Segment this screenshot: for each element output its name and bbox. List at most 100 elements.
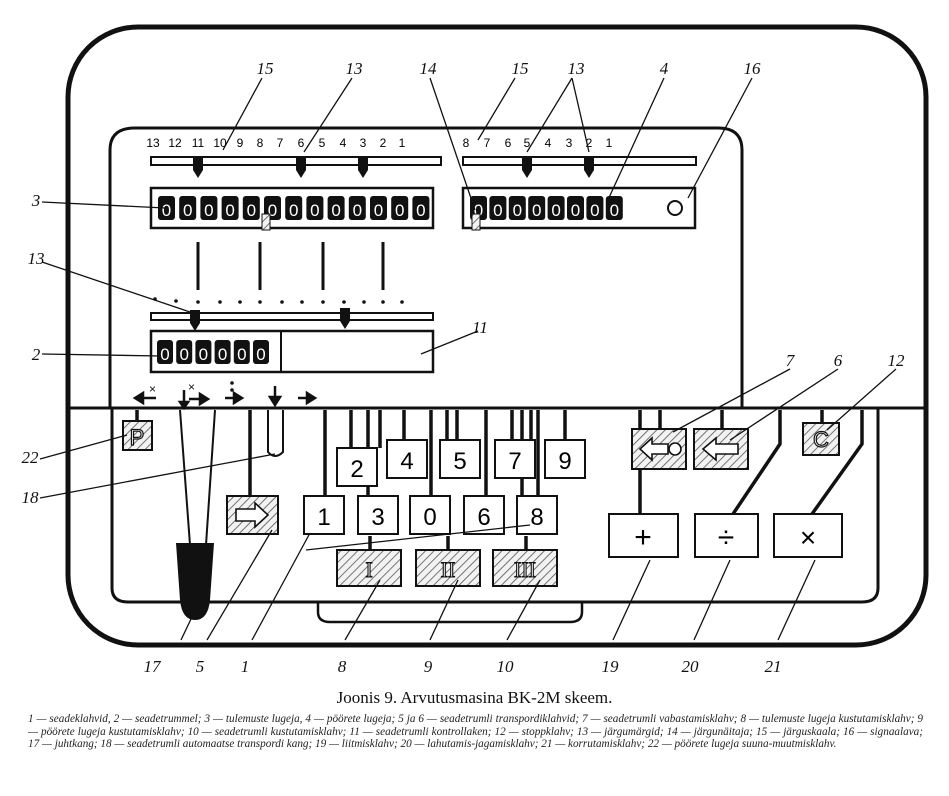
- add-key-label: +: [634, 521, 652, 554]
- revolution-digit: 0: [513, 201, 522, 220]
- setting-key-0[interactable]: [409, 495, 451, 535]
- revolution-window: [528, 196, 546, 220]
- result-window: [306, 196, 324, 220]
- scale-number: 1: [399, 136, 406, 150]
- setting-key-label: 0: [423, 504, 436, 531]
- drum-digit: 0: [237, 345, 246, 364]
- result-window: [200, 196, 218, 220]
- result-window: [221, 196, 239, 220]
- result-digit: 0: [183, 201, 192, 220]
- setting-key-3[interactable]: [357, 495, 399, 535]
- callout-9: 9: [424, 657, 433, 676]
- scale-number: 9: [237, 136, 244, 150]
- scale-number: 3: [360, 136, 367, 150]
- revolution-digit: 0: [590, 201, 599, 220]
- direction-key-p-label: P: [130, 425, 145, 450]
- multiply-key-label: ×: [800, 522, 816, 553]
- drum-window: [253, 340, 269, 364]
- callout-6: 6: [834, 351, 843, 370]
- scale-number: 2: [380, 136, 387, 150]
- drum-scale-bar: [150, 312, 434, 321]
- drum-digit: 0: [199, 345, 208, 364]
- setting-key-9[interactable]: [544, 439, 586, 479]
- scale-number: 13: [146, 136, 160, 150]
- arrow-left-circle-icon: [638, 436, 669, 462]
- figure-caption-title: Joonis 9. Arvutusmasina BK-2M skeem.: [336, 688, 613, 707]
- keyboard-deck: [110, 408, 880, 604]
- divide-key[interactable]: [694, 513, 759, 558]
- revolution-digit: 0: [493, 201, 502, 220]
- setting-key-8[interactable]: [516, 495, 558, 535]
- callout-7: 7: [786, 351, 796, 370]
- clear-key-I[interactable]: [336, 549, 402, 587]
- callout-13: 13: [346, 59, 363, 78]
- setting-key-label: 8: [530, 504, 543, 531]
- add-key[interactable]: [608, 513, 679, 558]
- scale-number: 8: [257, 136, 264, 150]
- result-window: [348, 196, 366, 220]
- setting-key-7[interactable]: [494, 439, 536, 479]
- callout-2: 2: [32, 345, 41, 364]
- result-digit: 0: [416, 201, 425, 220]
- scale-number: 7: [277, 136, 284, 150]
- key-stems: [135, 410, 864, 550]
- revolution-digit: 0: [551, 201, 560, 220]
- result-digit: 0: [162, 201, 171, 220]
- drum-window: [195, 340, 212, 364]
- clear-key-III[interactable]: [492, 549, 558, 587]
- callout-13: 13: [28, 249, 45, 268]
- drum-digit: 0: [160, 345, 169, 364]
- setting-key-label: 1: [317, 504, 330, 531]
- control-lever-handle[interactable]: [176, 543, 214, 620]
- arrow-right-icon: [235, 501, 270, 529]
- counter-rods: [196, 242, 385, 290]
- revolution-window: [508, 196, 526, 220]
- clear-key-label: III: [514, 557, 536, 582]
- drum-window: [233, 340, 250, 364]
- setting-key-1[interactable]: [303, 495, 345, 535]
- scale-number: 5: [319, 136, 326, 150]
- setting-key-label: 9: [558, 448, 571, 475]
- transport-lever-slot: [267, 410, 284, 457]
- callout-15: 15: [257, 59, 274, 78]
- direction-symbols: × ×: [132, 380, 318, 411]
- release-circle-icon: [668, 442, 682, 456]
- callout-1: 1: [241, 657, 250, 676]
- scale-bar-right: [462, 156, 697, 166]
- drum-digit: 0: [256, 345, 265, 364]
- result-window: [285, 196, 303, 220]
- callout-13: 13: [568, 59, 585, 78]
- clear-key-II[interactable]: [415, 549, 481, 587]
- callout-8: 8: [338, 657, 347, 676]
- revolution-window: [605, 196, 623, 220]
- result-window: [412, 196, 430, 220]
- setting-key-6[interactable]: [463, 495, 505, 535]
- result-window: [158, 196, 175, 220]
- arrow-left-icon: [701, 436, 739, 462]
- stop-key-c[interactable]: [802, 422, 840, 456]
- result-digit: 0: [395, 201, 404, 220]
- drum-window: [176, 340, 193, 364]
- scale-number: 10: [213, 136, 227, 150]
- scale-number: 6: [298, 136, 305, 150]
- callout-11: 11: [472, 318, 488, 337]
- clear-key-label: I: [365, 557, 372, 582]
- signal-hole: [667, 200, 683, 216]
- setting-key-2[interactable]: [336, 447, 378, 487]
- result-digit: 0: [247, 201, 256, 220]
- figure-legend: 1 — seadeklahvid, 2 — seadetrummel; 3 — …: [28, 713, 923, 751]
- leader-lines: [39, 77, 897, 641]
- result-window: [391, 196, 409, 220]
- setting-key-5[interactable]: [439, 439, 481, 479]
- scale-number: 3: [566, 136, 573, 150]
- result-digit: 0: [353, 201, 362, 220]
- multiply-key[interactable]: [773, 513, 843, 558]
- revolution-digit: 0: [474, 201, 483, 220]
- setting-key-4[interactable]: [386, 439, 428, 479]
